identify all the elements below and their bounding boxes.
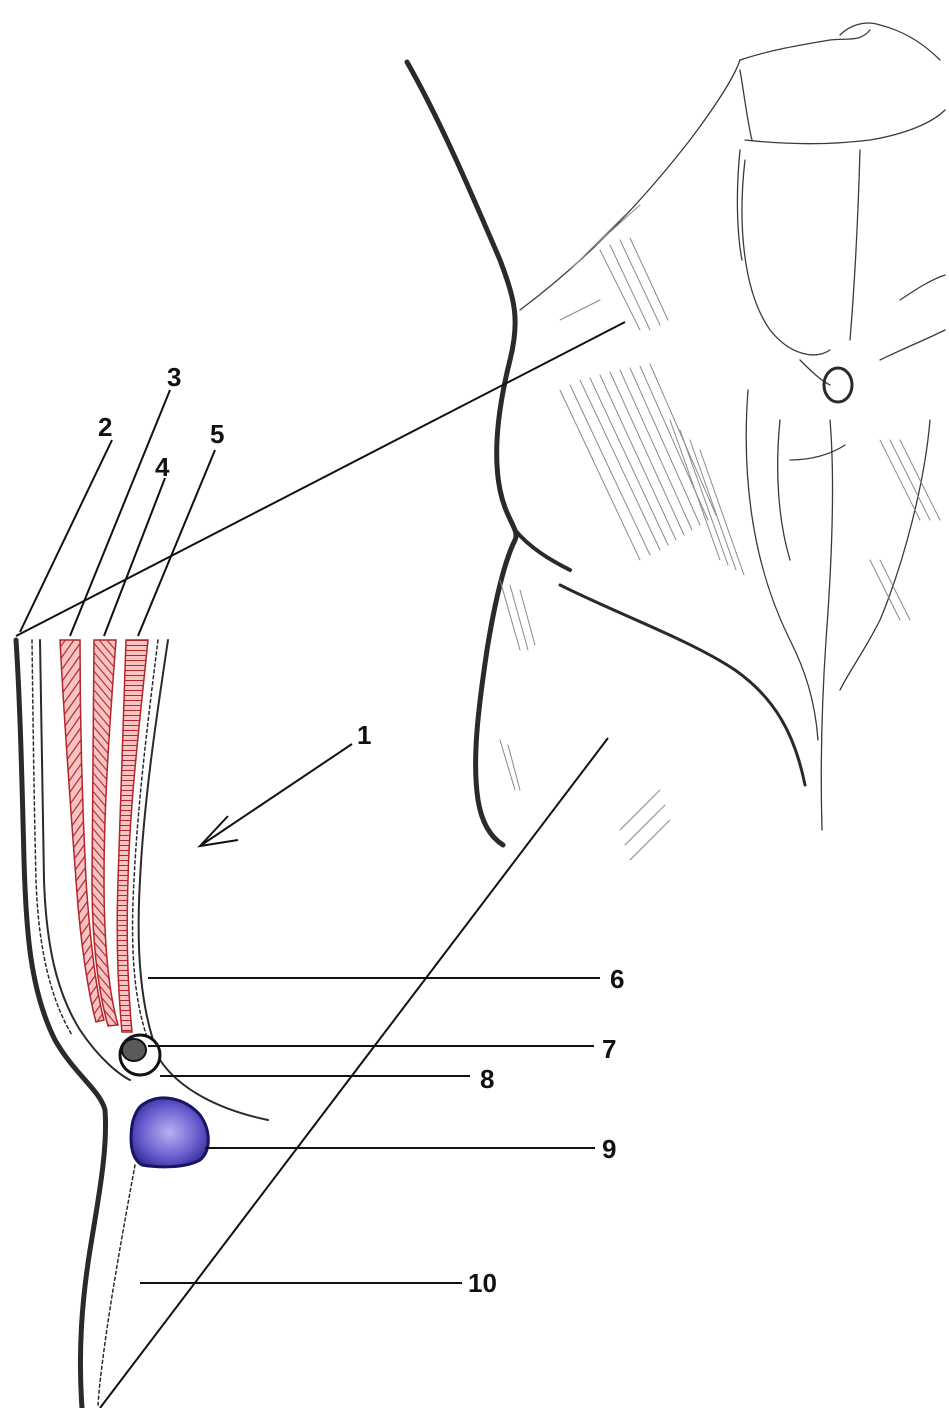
torso-sketch [407, 23, 945, 860]
muscle-layer-middle [92, 640, 118, 1026]
label-2: 2 [98, 412, 112, 442]
arrow-1 [200, 744, 352, 846]
torso-hatching [500, 205, 940, 860]
label-6: 6 [610, 964, 624, 994]
label-8: 8 [480, 1064, 494, 1094]
spermatic-cord [122, 1039, 146, 1061]
skin-outline [16, 640, 106, 1408]
vessel-bundle [131, 1098, 208, 1167]
label-10: 10 [468, 1268, 497, 1298]
projection-lines [16, 322, 625, 1408]
label-1: 1 [357, 720, 371, 750]
label-7: 7 [602, 1034, 616, 1064]
label-3: 3 [167, 362, 181, 392]
label-9: 9 [602, 1134, 616, 1164]
cross-section [16, 640, 268, 1408]
label-5: 5 [210, 419, 224, 449]
label-4: 4 [155, 452, 170, 482]
